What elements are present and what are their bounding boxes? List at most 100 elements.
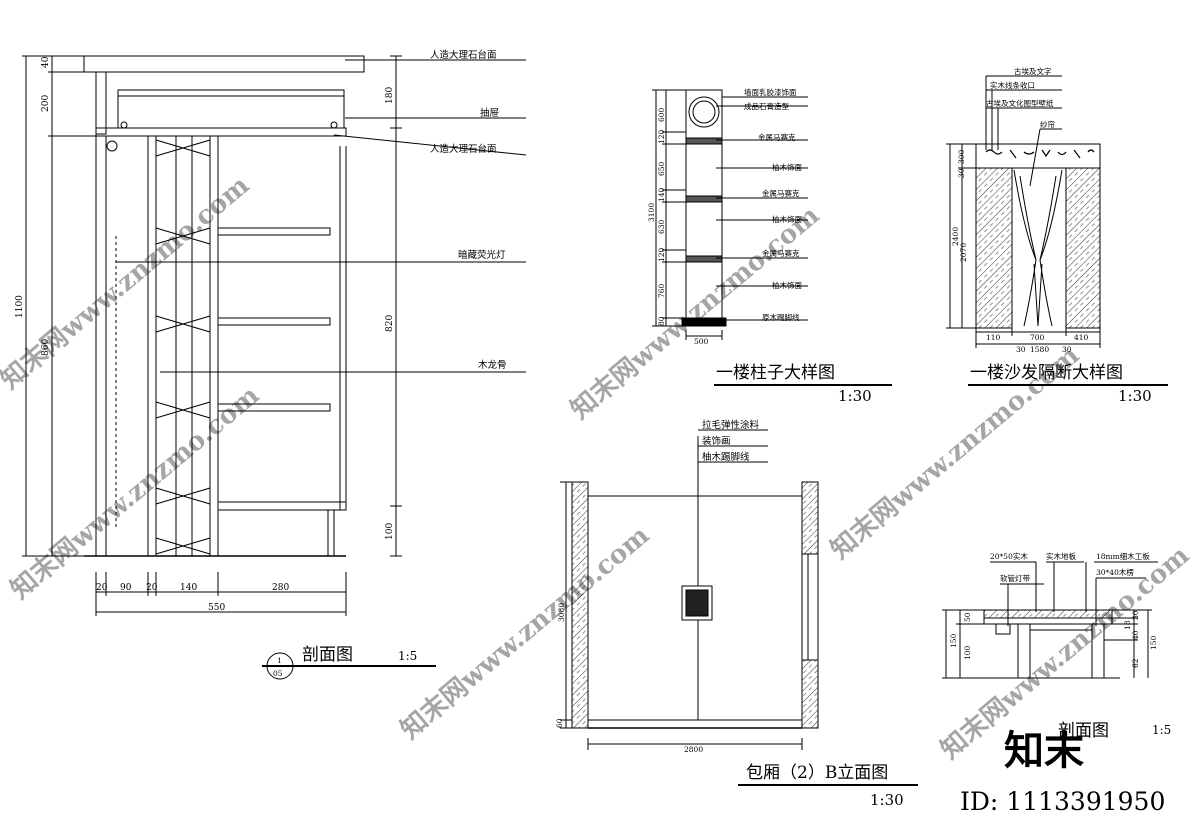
watermark: 知末网www.znzmo.com: [0, 170, 255, 395]
callout-hidden-light: 暗藏荧光灯: [458, 249, 506, 261]
dim-140: 140: [657, 187, 666, 202]
column-detail-scale: 1:30: [838, 387, 872, 405]
dim-80: 80: [657, 316, 666, 326]
callout-wood-floor: 实木地板: [1046, 551, 1076, 561]
dim-820: 820: [385, 315, 395, 332]
callout-egyptian-text: 古埃及文字: [1014, 66, 1052, 76]
dim-30: 30: [1131, 610, 1140, 620]
dim-500: 500: [694, 337, 709, 346]
dim-18: 18: [1123, 620, 1132, 630]
wallpaper-panel-left: [975, 167, 1013, 329]
dim-200: 200: [41, 95, 51, 112]
sheer-curtain: [1013, 169, 1063, 327]
dim-20b: 20: [146, 583, 158, 593]
callout-teak-3: 柚木饰面: [772, 280, 802, 290]
callout-marble-top-2: 人造大理石台面: [430, 143, 497, 155]
wallpaper-panel-right: [1065, 167, 1101, 329]
dim-40: 40: [41, 56, 51, 68]
dim-90: 90: [120, 583, 132, 593]
dim-2070: 2070: [959, 243, 968, 262]
callout-latex-paint: 墙面乳胶漆饰面: [744, 87, 797, 97]
column-detail-texts: 墙面乳胶漆饰面 成品石膏造型 金属马赛克 柚木饰面 金属马赛克 柚木饰面 金属马…: [647, 87, 872, 405]
callout-painting: 装饰画: [702, 435, 731, 447]
asset-id-label: ID: 1113391950: [960, 787, 1165, 816]
callout-wallpaper: 古埃及文化图型壁纸: [986, 98, 1054, 108]
section-1-texts: 人造大理石台面 抽屉 人造大理石台面 暗藏荧光灯 木龙骨 40 200 1 100…: [15, 49, 507, 678]
dim-180: 180: [385, 87, 395, 104]
section-drawing-cabinet: [22, 55, 527, 680]
callout-marble-top: 人造大理石台面: [430, 49, 497, 61]
dim-650: 650: [657, 161, 666, 176]
dim-550: 550: [208, 603, 225, 613]
callout-drawer: 抽屉: [480, 107, 499, 119]
floor-section-scale: 1:5: [1152, 723, 1171, 737]
dim-62: 62: [1131, 658, 1140, 668]
dim-100: 100: [963, 645, 972, 660]
painting-image: [685, 589, 709, 617]
dim-120b: 120: [657, 247, 666, 262]
counter-top-lower: [95, 127, 347, 137]
upper-side-panel: [95, 71, 107, 135]
dim-50: 50: [963, 612, 972, 622]
callout-metal-mosaic-1: 金属马赛克: [758, 132, 796, 142]
ref-bottom: 05: [273, 669, 283, 678]
callout-baseboard: 原木踢脚线: [762, 312, 800, 322]
private-room-title: 包厢（2）B立面图: [746, 763, 888, 783]
private-room-elevation: [560, 429, 918, 786]
dim-410: 410: [1074, 333, 1089, 342]
shelf: [217, 227, 331, 236]
dim-2400: 2400: [951, 227, 960, 246]
dim-140: 140: [180, 583, 197, 593]
right-wall-lower: [801, 659, 819, 729]
baseboard: [681, 317, 727, 327]
dim-30b: 30: [1062, 345, 1072, 354]
section-1-scale: 1:5: [398, 649, 417, 663]
dim-20a: 20: [96, 583, 108, 593]
sofa-partition-texts: 古埃及文字 实木线条收口 古埃及文化图型壁纸 纱帘 300 30 2400 20…: [951, 66, 1152, 405]
drawer-screw: [330, 121, 338, 129]
private-room-texts: 拉毛弹性涂料 装饰画 柚木踢脚线 3080 60 2800 包厢（2）B立面图 …: [555, 419, 904, 809]
right-wall-upper: [801, 481, 819, 555]
floor-section-drawing: [942, 561, 1158, 679]
callout-led-strip: 软管灯带: [1000, 573, 1030, 583]
watermark-layer: 知末网www.znzmo.com 知末网www.znzmo.com 知末网www…: [0, 170, 1195, 765]
callout-metal-mosaic-2: 金属马赛克: [762, 188, 800, 198]
dim-120a: 120: [657, 129, 666, 144]
dim-1580: 1580: [1030, 345, 1049, 354]
watermark: 知末网www.znzmo.com: [825, 340, 1085, 565]
dim-700: 700: [1030, 333, 1045, 342]
plywood-layer: [983, 617, 1113, 625]
callout-sheer: 纱帘: [1040, 119, 1055, 129]
dim-100: 100: [385, 523, 395, 540]
dim-280: 280: [272, 583, 289, 593]
dim-30a: 30: [1016, 345, 1026, 354]
dim-630: 630: [657, 219, 666, 234]
drawer-screw: [120, 121, 128, 129]
left-wall-section: [571, 481, 589, 729]
watermark: 知末网www.znzmo.com: [5, 380, 265, 605]
dim-150-right: 150: [1149, 635, 1158, 650]
light-fixture: [106, 140, 118, 152]
dim-760: 760: [657, 283, 666, 298]
column-detail-title: 一楼柱子大样图: [716, 363, 835, 383]
watermark: 知末网www.znzmo.com: [395, 520, 655, 745]
counter-top-upper: [83, 55, 365, 73]
callout-joist: 30*40木楞: [1096, 567, 1134, 577]
decorative-painting: [681, 585, 713, 621]
mosaic-band: [685, 255, 723, 263]
dim-860: 860: [41, 339, 51, 356]
dim-300: 300: [957, 149, 966, 164]
ref-top: 1: [277, 656, 282, 665]
floor-section-title: 剖面图: [1058, 721, 1109, 741]
shelf: [217, 403, 331, 412]
shelf: [217, 501, 347, 511]
right-wall-opening: [801, 553, 819, 661]
hieroglyph-frieze: [975, 143, 1101, 169]
dim-30: 30: [957, 168, 966, 178]
callout-wood-keel: 木龙骨: [478, 359, 507, 371]
led-strip-channel: [995, 623, 1011, 635]
sofa-partition-drawing: [946, 75, 1168, 386]
callout-solid-wood: 20*50实木: [990, 551, 1028, 561]
callout-texture-paint: 拉毛弹性涂料: [702, 419, 760, 431]
callout-wood-trim: 实木线条收口: [990, 80, 1035, 90]
